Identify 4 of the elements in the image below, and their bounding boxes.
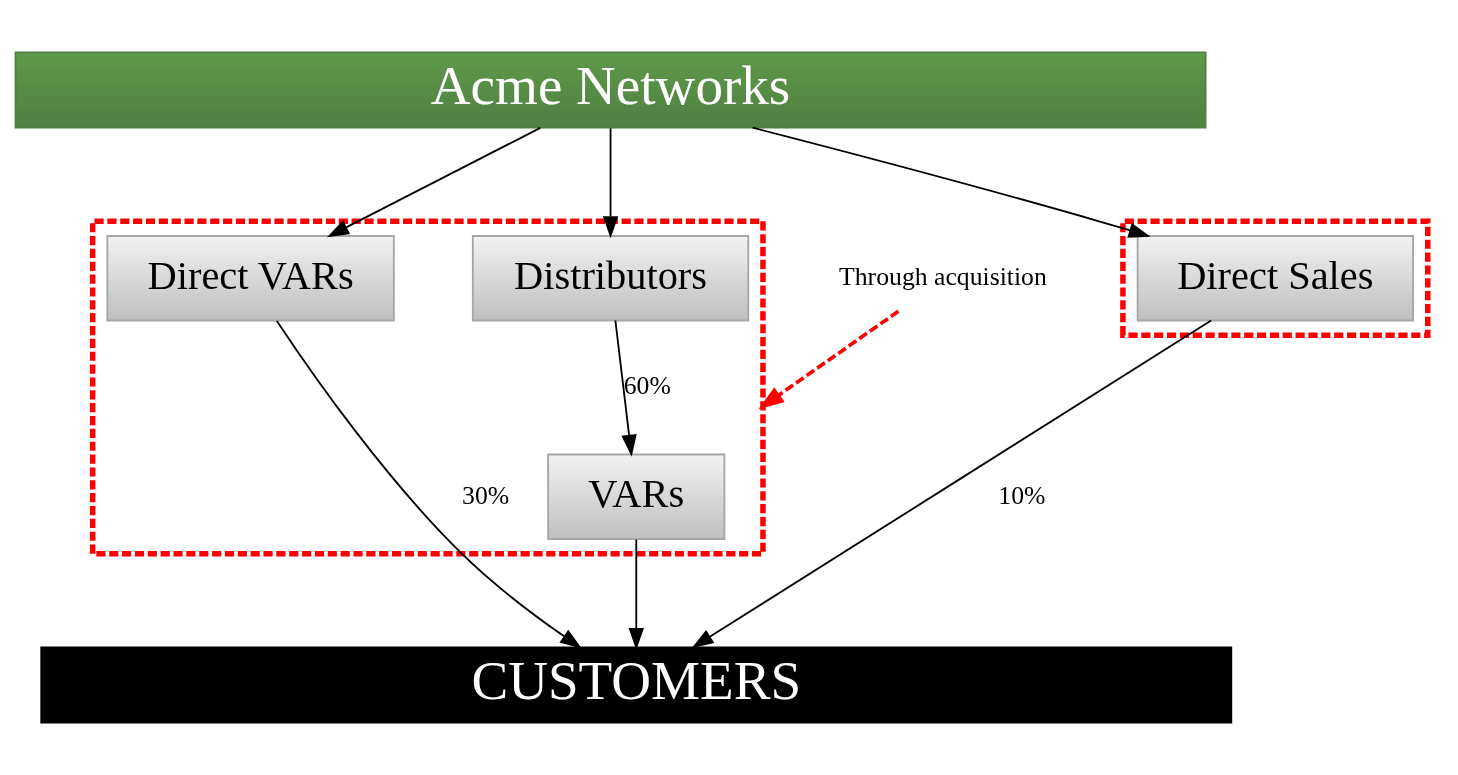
edge-label: 10% <box>998 480 1046 510</box>
node-text: Through acquisition <box>839 262 1047 292</box>
edge-label: 60% <box>623 371 671 401</box>
edge-label: 30% <box>462 480 510 510</box>
